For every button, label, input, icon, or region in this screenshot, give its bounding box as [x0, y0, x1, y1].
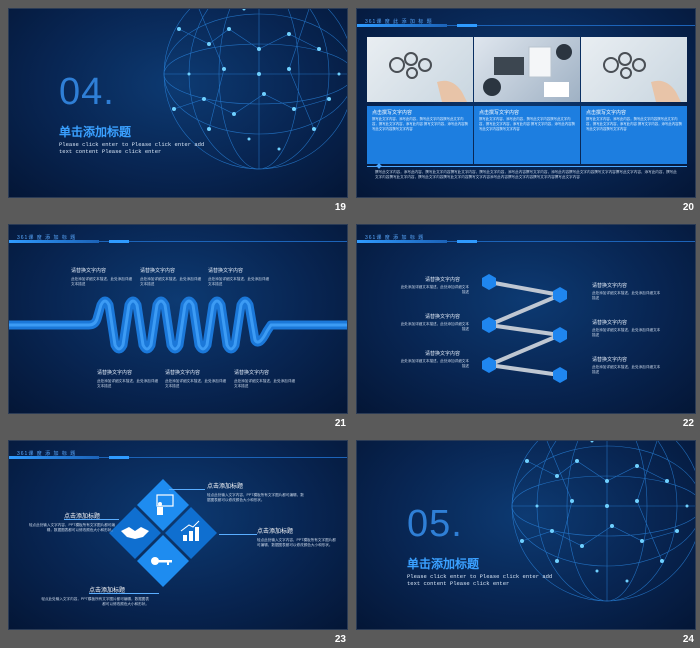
header-divider: [357, 25, 695, 26]
header-accent-bar: [357, 24, 447, 27]
block-title-4: 点击添加标题: [89, 588, 126, 594]
growth-chart-icon: [180, 520, 200, 541]
block-title-2: 点击添加标题: [64, 514, 101, 520]
footer-divider: [367, 166, 687, 167]
connector-line: [219, 534, 257, 535]
block-text-1: 轻点此处输入文字内容，PPT模板所有文字图片都可编辑，数据图表都可以修改颜色大小…: [207, 493, 304, 502]
handshake-icon: [121, 527, 149, 539]
label-right-3: 请替换文字内容: [592, 357, 628, 363]
slide-canvas: 04. 单击添加标题 Please click enter to Please …: [8, 8, 348, 198]
slide-canvas: 361课 度 添 加 标 题: [8, 440, 348, 630]
section-title: 单击添加标题: [59, 125, 132, 139]
desc-left-3: 此处添加详细文本描述，此处添加详细文本描述: [400, 359, 469, 368]
desc-right-1: 此处添加详细文本描述，此处添加详细文本描述: [592, 291, 661, 300]
desc-right-2: 此处添加详细文本描述，此处添加详细文本描述: [592, 328, 661, 337]
gears-photo: [581, 37, 687, 102]
card-title: 点击撰写文字内容: [586, 110, 627, 116]
label-right-2: 请替换文字内容: [592, 320, 628, 326]
header-accent-bar: [109, 456, 129, 459]
slide-number: 20: [682, 202, 694, 213]
label-bottom-3: 请替换文字内容: [234, 370, 270, 376]
card-title: 点击撰写文字内容: [372, 110, 413, 116]
connector-line: [64, 519, 119, 520]
header-divider: [357, 241, 695, 242]
header-accent-bar: [457, 24, 477, 27]
slide-number: 22: [682, 418, 694, 429]
zigzag-hexagon-diagram: [482, 274, 567, 383]
header-divider: [9, 241, 347, 242]
label-right-1: 请替换文字内容: [592, 283, 628, 289]
slide-number: 24: [682, 634, 694, 645]
diamond-quadrant-diagram: [109, 479, 217, 587]
label-top-3: 请替换文字内容: [208, 268, 244, 274]
header-accent-bar: [357, 240, 447, 243]
desc-bottom-2: 此处添加详细文本描述，此处添加详细文本描述: [165, 379, 227, 388]
desc-left-2: 此处添加详细文本描述，此处添加详细文本描述: [400, 322, 469, 331]
desc-top-3: 此处添加详细文本描述，此处添加详细文本描述: [208, 277, 270, 286]
content-card: 点击撰写文字内容 撰写此文字内容，添写此内容，撰写此文字内容撰写此文字内容，撰写…: [367, 106, 473, 164]
gears-photo: [367, 37, 473, 102]
slide-number: 21: [334, 418, 346, 429]
connector-line: [169, 489, 205, 490]
section-title: 单击添加标题: [407, 557, 480, 571]
section-subtitle: Please click enter to Please click enter…: [59, 141, 205, 155]
globe-network-icon: [163, 9, 347, 170]
desc-top-2: 此处添加详细文本描述，此处添加详细文本描述: [140, 277, 202, 286]
footer-text: 撰写此文字内容，添写此内容，撰写此文字内容撰写此文字内容，撰写此文字内容，添写此…: [375, 170, 677, 179]
slide-canvas: 361课 度 此 添 加 标 题: [356, 8, 696, 198]
gear-icon: [603, 52, 681, 102]
card-title: 点击撰写文字内容: [479, 110, 520, 116]
content-card: 点击撰写文字内容 撰写此文字内容，添写此内容，撰写此文字内容撰写此文字内容，撰写…: [581, 106, 687, 164]
connector-line: [89, 593, 159, 594]
label-bottom-1: 请替换文字内容: [97, 370, 133, 376]
slide-header: 361课 度 添 加 标 题: [365, 235, 425, 241]
block-text-3: 轻点此处输入文字内容，PPT模板所有文字图片都可编辑，数据图表都可以修改颜色大小…: [257, 538, 336, 547]
label-top-1: 请替换文字内容: [71, 268, 107, 274]
slide-number: 23: [334, 634, 346, 645]
header-accent-bar: [109, 240, 129, 243]
content-card: 点击撰写文字内容 撰写此文字内容，添写此内容，撰写此文字内容撰写此文字内容，撰写…: [474, 106, 580, 164]
label-left-3: 请替换文字内容: [425, 351, 461, 357]
label-left-2: 请替换文字内容: [425, 314, 461, 320]
desc-right-3: 此处添加详细文本描述，此处添加详细文本描述: [592, 365, 661, 374]
business-meeting-photo: [474, 37, 580, 102]
desc-left-1: 此处添加详细文本描述，此处添加详细文本描述: [400, 285, 469, 294]
header-accent-bar: [9, 240, 99, 243]
card-text: 撰写此文字内容，添写此内容，撰写此文字内容撰写此文字内容，撰写此文字内容，添写此…: [372, 117, 468, 131]
ribbon-wave: [9, 296, 347, 354]
header-divider: [9, 457, 347, 458]
card-text: 撰写此文字内容，添写此内容，撰写此文字内容撰写此文字内容，撰写此文字内容，添写此…: [586, 117, 682, 131]
block-title-1: 点击添加标题: [207, 484, 244, 490]
divider-marker: [376, 163, 382, 169]
block-text-2: 轻点此处输入文字内容，PPT模板所有文字图片都可编辑，数据图表都可以修改颜色大小…: [28, 523, 115, 532]
section-number: 05.: [407, 503, 463, 545]
block-text-4: 轻点此处输入文字内容，PPT模板所有文字图片都可编辑，数据图表都可以修改颜色大小…: [41, 597, 149, 606]
label-left-1: 请替换文字内容: [425, 277, 461, 283]
desc-top-1: 此处添加详细文本描述，此处添加详细文本描述: [71, 277, 133, 286]
slide-canvas: 361课 度 添 加 标 题 请替换文字内容 此处添加详细文本描述，此处添加详细…: [8, 224, 348, 414]
gear-icon: [389, 52, 467, 102]
presenter-icon: [156, 494, 174, 515]
section-subtitle: Please click enter to Please click enter…: [407, 573, 553, 587]
slide-canvas: 361课 度 添 加 标 题 请替换文字内容 此处添加详细文本描述，此处添加详细…: [356, 224, 696, 414]
card-text: 撰写此文字内容，添写此内容，撰写此文字内容撰写此文字内容，撰写此文字内容，添写此…: [479, 117, 575, 131]
block-title-3: 点击添加标题: [257, 529, 294, 535]
slide-header: 361课 度 添 加 标 题: [17, 451, 77, 457]
desc-bottom-3: 此处添加详细文本描述，此处添加详细文本描述: [234, 379, 296, 388]
label-bottom-2: 请替换文字内容: [165, 370, 201, 376]
desc-bottom-1: 此处添加详细文本描述，此处添加详细文本描述: [97, 379, 159, 388]
label-top-2: 请替换文字内容: [140, 268, 176, 274]
slide-header: 361课 度 添 加 标 题: [17, 235, 77, 241]
slide-number: 19: [334, 202, 346, 213]
header-accent-bar: [457, 240, 477, 243]
slide-canvas: 05. 单击添加标题 Please click enter to Please …: [356, 440, 696, 630]
slide-header: 361课 度 此 添 加 标 题: [365, 19, 433, 25]
key-icon: [151, 557, 172, 565]
section-number: 04.: [59, 71, 115, 113]
globe-network-icon: [511, 441, 695, 602]
header-accent-bar: [9, 456, 99, 459]
